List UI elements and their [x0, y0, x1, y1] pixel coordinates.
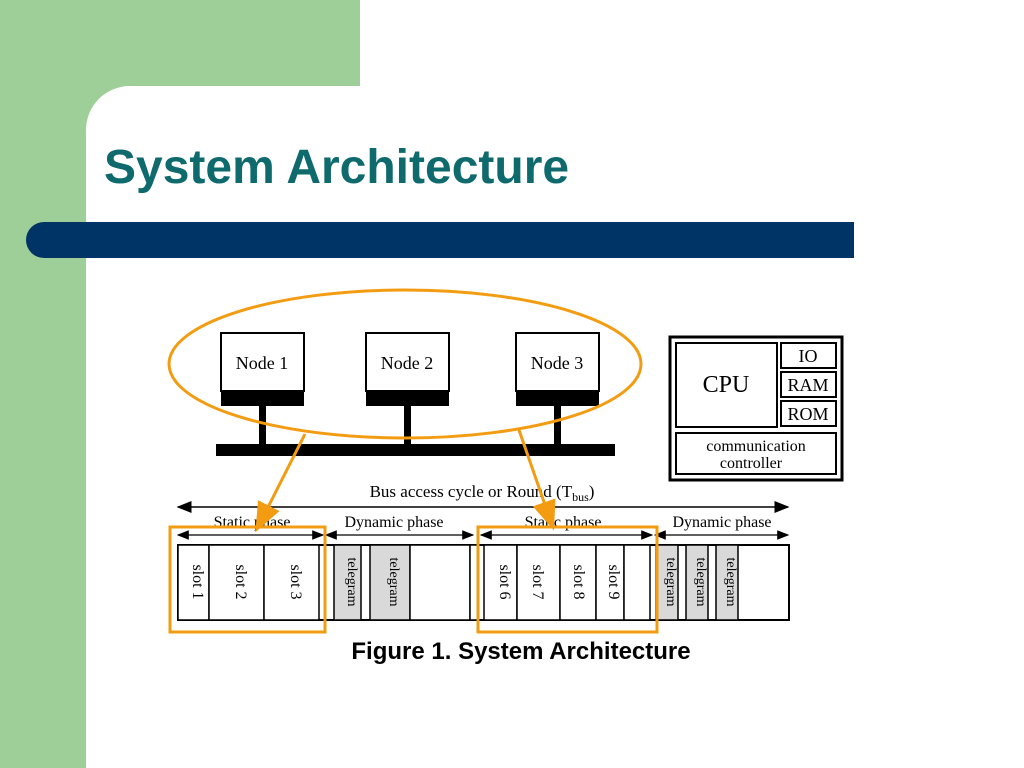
- highlight-arrow-1: [255, 433, 307, 533]
- nodes-highlight-ellipse: [167, 288, 643, 440]
- slide-title: System Architecture: [104, 141, 570, 194]
- slot-cell: [483, 544, 518, 621]
- ram-label: RAM: [787, 375, 828, 395]
- node-3-label: Node 3: [531, 353, 584, 373]
- phase-label-dynamic-1: Dynamic phase: [344, 514, 443, 531]
- slot-7-label: slot 7: [529, 564, 546, 599]
- telegram-cell: [715, 544, 739, 621]
- slot-8-label: slot 8: [570, 564, 587, 599]
- controller-label-line2: controller: [720, 455, 783, 472]
- telegram-label: telegram: [386, 558, 401, 607]
- telegram-cell: [369, 544, 411, 621]
- slot-2-label: slot 2: [232, 564, 249, 599]
- io-label: IO: [799, 346, 818, 366]
- bus-cycle-label: Bus access cycle or Round (Tbus): [370, 482, 595, 504]
- title-underline-bar: [26, 222, 854, 258]
- node-3: Node 3: [515, 332, 600, 406]
- node-2-label: Node 2: [381, 353, 434, 373]
- node-1-label: Node 1: [236, 353, 289, 373]
- slot-6-label: slot 6: [496, 564, 513, 599]
- slot-cell: [208, 544, 265, 621]
- phase-label-dynamic-2: Dynamic phase: [672, 514, 771, 531]
- bus-cycle-close: ): [589, 482, 595, 501]
- highlight-arrow-2: [517, 429, 556, 531]
- slot-cell: [516, 544, 561, 621]
- bus-cycle-subscript: bus: [572, 490, 589, 504]
- node-detail-box: CPU IO RAM ROM communication controller: [668, 335, 844, 482]
- slot-cell: [263, 544, 320, 621]
- bus-cycle-text: Bus access cycle or Round (T: [370, 482, 573, 501]
- rom-label: ROM: [787, 404, 828, 424]
- static-phase-highlight-2: [476, 525, 659, 634]
- slot-cell: [595, 544, 625, 621]
- slot-cell: [623, 544, 651, 621]
- figure-caption: Figure 1. System Architecture: [351, 638, 690, 665]
- telegram-label: telegram: [344, 558, 359, 607]
- empty-cell: [409, 544, 471, 621]
- slot-9-label: slot 9: [605, 564, 622, 599]
- telegram-cell: [333, 544, 362, 621]
- slot-1-label: slot 1: [189, 564, 206, 599]
- cpu-label: CPU: [703, 372, 750, 398]
- telegram-label: telegram: [663, 558, 678, 607]
- static-phase-highlight-1: [168, 525, 327, 634]
- telegram-label: telegram: [723, 558, 738, 607]
- node-2: Node 2: [365, 332, 450, 406]
- controller-label-line1: communication: [706, 438, 806, 455]
- node-1: Node 1: [220, 332, 305, 406]
- telegram-label: telegram: [693, 558, 708, 607]
- slot-cell: [177, 544, 210, 621]
- slot-3-label: slot 3: [287, 564, 304, 599]
- bus: [216, 406, 615, 456]
- telegram-cell: [685, 544, 709, 621]
